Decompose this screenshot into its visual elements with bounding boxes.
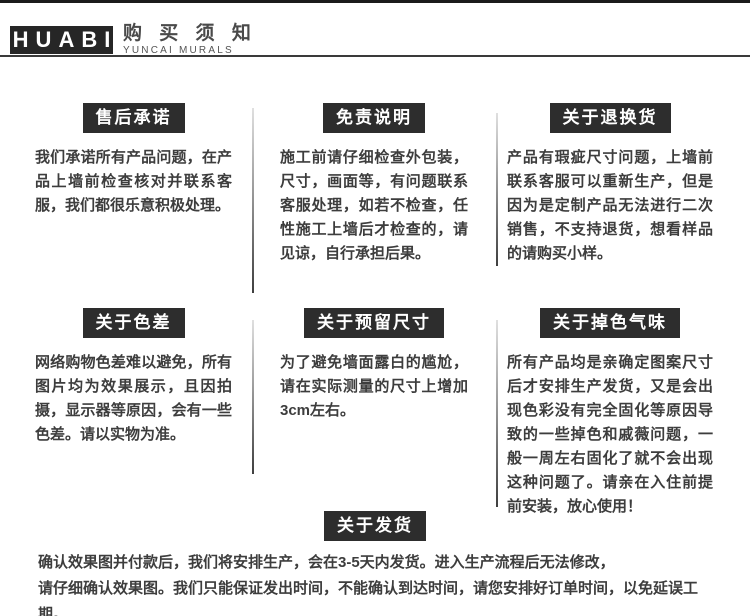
section-badge-wrap: 关于色差 xyxy=(35,308,232,338)
notice-row-2: 关于色差 网络购物色差难以避免，所有图片均为效果展示，且因拍摄，显示器等原因，会… xyxy=(0,308,750,515)
section-title-badge: 免责说明 xyxy=(323,103,425,133)
section-badge-wrap: 售后承诺 xyxy=(35,103,232,133)
page-title: 购 买 须 知 xyxy=(123,23,257,44)
section-badge-wrap: 免责说明 xyxy=(280,103,468,133)
section-title-badge: 关于退换货 xyxy=(549,103,671,133)
section-body-text: 我们承诺所有产品问题，在产品上墙前检查核对并联系客服，我们都很乐意积极处理。 xyxy=(35,149,232,214)
section-after-sales: 售后承诺 我们承诺所有产品问题，在产品上墙前检查核对并联系客服，我们都很乐意积极… xyxy=(0,103,253,308)
section-body-text: 产品有瑕疵尺寸问题，上墙前联系客服可以重新生产，但是因为是定制产品无法进行二次销… xyxy=(507,149,713,262)
vertical-divider xyxy=(496,320,498,507)
shipping-section: 关于发货 确认效果图并付款后，我们将安排生产，会在3-5天内发货。进入生产流程后… xyxy=(0,511,750,616)
section-badge-wrap: 关于掉色气味 xyxy=(507,308,713,338)
section-title-badge: 售后承诺 xyxy=(82,103,185,133)
brand-logo: HUABI xyxy=(10,26,113,54)
shipping-text-line-2: 请仔细确认效果图。我们只能保证发出时间，不能确认到达时间，请您安排好订单时间，以… xyxy=(38,580,699,616)
header-titles: 购 买 须 知 YUNCAI MURALS xyxy=(123,24,257,57)
section-color-difference: 关于色差 网络购物色差难以避免，所有图片均为效果展示，且因拍摄，显示器等原因，会… xyxy=(0,308,253,505)
section-body-text: 所有产品均是亲确定图案尺寸后才安排生产发货，又是会出现色彩没有完全固化等原因导致… xyxy=(507,354,713,515)
section-title-badge: 关于预留尺寸 xyxy=(304,308,444,338)
vertical-divider xyxy=(252,108,254,293)
section-title-badge: 关于色差 xyxy=(82,308,185,338)
section-body-text: 网络购物色差难以避免，所有图片均为效果展示，且因拍摄，显示器等原因，会有一些色差… xyxy=(35,354,232,443)
section-returns: 关于退换货 产品有瑕疵尺寸问题，上墙前联系客服可以重新生产，但是因为是定制产品无… xyxy=(498,103,750,308)
section-badge-wrap: 关于退换货 xyxy=(507,103,713,133)
section-reserved-size: 关于预留尺寸 为了避免墙面露白的尴尬，请在实际测量的尺寸上增加3cm左右。 xyxy=(253,308,498,505)
section-body-text: 为了避免墙面露白的尴尬，请在实际测量的尺寸上增加3cm左右。 xyxy=(280,354,468,419)
shipping-text-line-1: 确认效果图并付款后，我们将安排生产，会在3-5天内发货。进入生产流程后无法修改， xyxy=(38,554,615,571)
section-badge-wrap: 关于发货 xyxy=(0,511,750,541)
vertical-divider xyxy=(496,113,498,266)
top-divider-line xyxy=(0,0,750,3)
page-header: HUABI 购 买 须 知 YUNCAI MURALS xyxy=(0,3,750,57)
section-title-badge: 关于发货 xyxy=(324,511,426,541)
notice-row-1: 售后承诺 我们承诺所有产品问题，在产品上墙前检查核对并联系客服，我们都很乐意积极… xyxy=(0,103,750,308)
section-body-text: 施工前请仔细检查外包装，尺寸，画面等，有问题联系客服处理，如若不检查，任性施工上… xyxy=(280,149,468,262)
section-disclaimer: 免责说明 施工前请仔细检查外包装，尺寸，画面等，有问题联系客服处理，如若不检查，… xyxy=(253,103,498,308)
vertical-divider xyxy=(252,320,254,474)
section-badge-wrap: 关于预留尺寸 xyxy=(280,308,468,338)
section-fading-odor: 关于掉色气味 所有产品均是亲确定图案尺寸后才安排生产发货，又是会出现色彩没有完全… xyxy=(498,308,750,515)
brand-logo-text: HUABI xyxy=(12,27,118,52)
shipping-body-text: 确认效果图并付款后，我们将安排生产，会在3-5天内发货。进入生产流程后无法修改，… xyxy=(38,550,722,616)
section-title-badge: 关于掉色气味 xyxy=(540,308,680,338)
page-subtitle: YUNCAI MURALS xyxy=(123,45,234,56)
